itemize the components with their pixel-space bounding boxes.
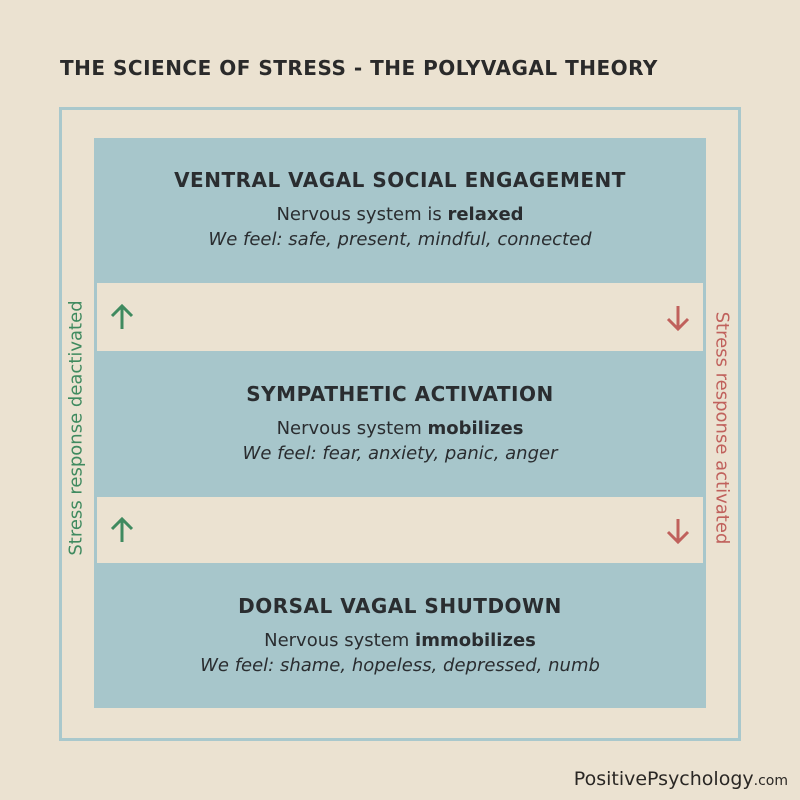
arrow-up-icon bbox=[110, 303, 134, 329]
arrow-up-icon bbox=[110, 516, 134, 542]
transition-band-1 bbox=[97, 283, 703, 351]
state-word: immobilizes bbox=[415, 630, 536, 651]
brand-logo: PositivePsychology.com bbox=[574, 768, 788, 790]
page-title: THE SCIENCE OF STRESS - THE POLYVAGAL TH… bbox=[60, 56, 658, 80]
section-state: Nervous system mobilizes bbox=[94, 418, 706, 439]
state-prefix: Nervous system bbox=[264, 630, 416, 651]
logo-main: PositivePsychology bbox=[573, 768, 754, 790]
section-ventral-vagal: VENTRAL VAGAL SOCIAL ENGAGEMENT Nervous … bbox=[94, 168, 706, 250]
section-heading: SYMPATHETIC ACTIVATION bbox=[246, 382, 554, 406]
state-prefix: Nervous system bbox=[276, 418, 428, 439]
arrow-down-icon bbox=[666, 519, 690, 545]
section-feelings: We feel: shame, hopeless, depressed, num… bbox=[200, 655, 600, 676]
section-dorsal-vagal: DORSAL VAGAL SHUTDOWN Nervous system imm… bbox=[94, 594, 706, 676]
section-state: Nervous system is relaxed bbox=[94, 204, 706, 225]
section-feelings: We feel: safe, present, mindful, connect… bbox=[208, 229, 592, 250]
stress-deactivated-label: Stress response deactivated bbox=[65, 300, 87, 556]
transition-band-2 bbox=[97, 497, 703, 563]
section-state: Nervous system immobilizes bbox=[94, 630, 706, 651]
logo-suffix: .com bbox=[753, 773, 788, 789]
stress-activated-label: Stress response activated bbox=[711, 311, 733, 545]
levels-panel bbox=[94, 138, 706, 708]
state-word: mobilizes bbox=[427, 418, 524, 439]
state-prefix: Nervous system is bbox=[276, 204, 448, 225]
section-feelings: We feel: fear, anxiety, panic, anger bbox=[242, 443, 558, 464]
outer-frame bbox=[59, 107, 741, 741]
section-heading: VENTRAL VAGAL SOCIAL ENGAGEMENT bbox=[174, 168, 626, 192]
arrow-down-icon bbox=[666, 306, 690, 332]
section-sympathetic: SYMPATHETIC ACTIVATION Nervous system mo… bbox=[94, 382, 706, 464]
section-heading: DORSAL VAGAL SHUTDOWN bbox=[238, 594, 562, 618]
state-word: relaxed bbox=[447, 204, 524, 225]
